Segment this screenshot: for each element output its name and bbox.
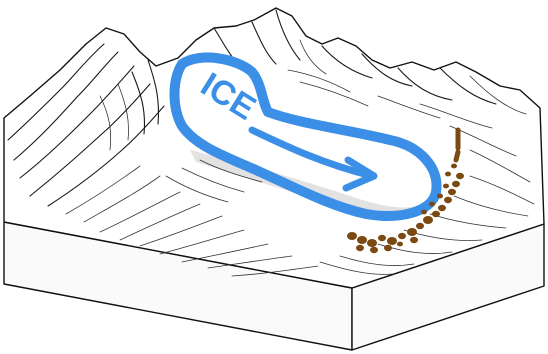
moraine-boulder	[357, 236, 367, 244]
moraine-boulder	[397, 242, 403, 247]
moraine-boulder	[443, 184, 449, 189]
moraine-boulder	[410, 237, 418, 243]
moraine-boulder	[356, 245, 364, 251]
moraine-boulder	[367, 239, 377, 247]
moraine-boulder	[437, 194, 443, 199]
moraine-boulder	[416, 223, 424, 229]
moraine-boulder	[448, 189, 456, 195]
moraine-boulder	[407, 228, 417, 236]
moraine-boulder	[456, 173, 464, 179]
moraine-boulder	[451, 164, 457, 169]
moraine-boulder	[398, 233, 406, 239]
moraine-boulder	[421, 210, 427, 215]
moraine-boulder	[429, 202, 435, 207]
moraine-mark	[456, 152, 458, 160]
moraine-boulder	[452, 181, 460, 187]
moraine-boulder	[438, 205, 446, 211]
moraine-boulder	[347, 232, 357, 240]
moraine-boulder	[432, 211, 440, 217]
moraine-boulder	[444, 197, 452, 203]
moraine-boulder	[370, 247, 378, 253]
moraine-boulder	[445, 172, 451, 177]
moraine-boulder	[423, 216, 433, 224]
moraine-boulder	[378, 235, 386, 241]
moraine-boulder	[384, 245, 392, 251]
moraine-boulder	[387, 237, 397, 245]
